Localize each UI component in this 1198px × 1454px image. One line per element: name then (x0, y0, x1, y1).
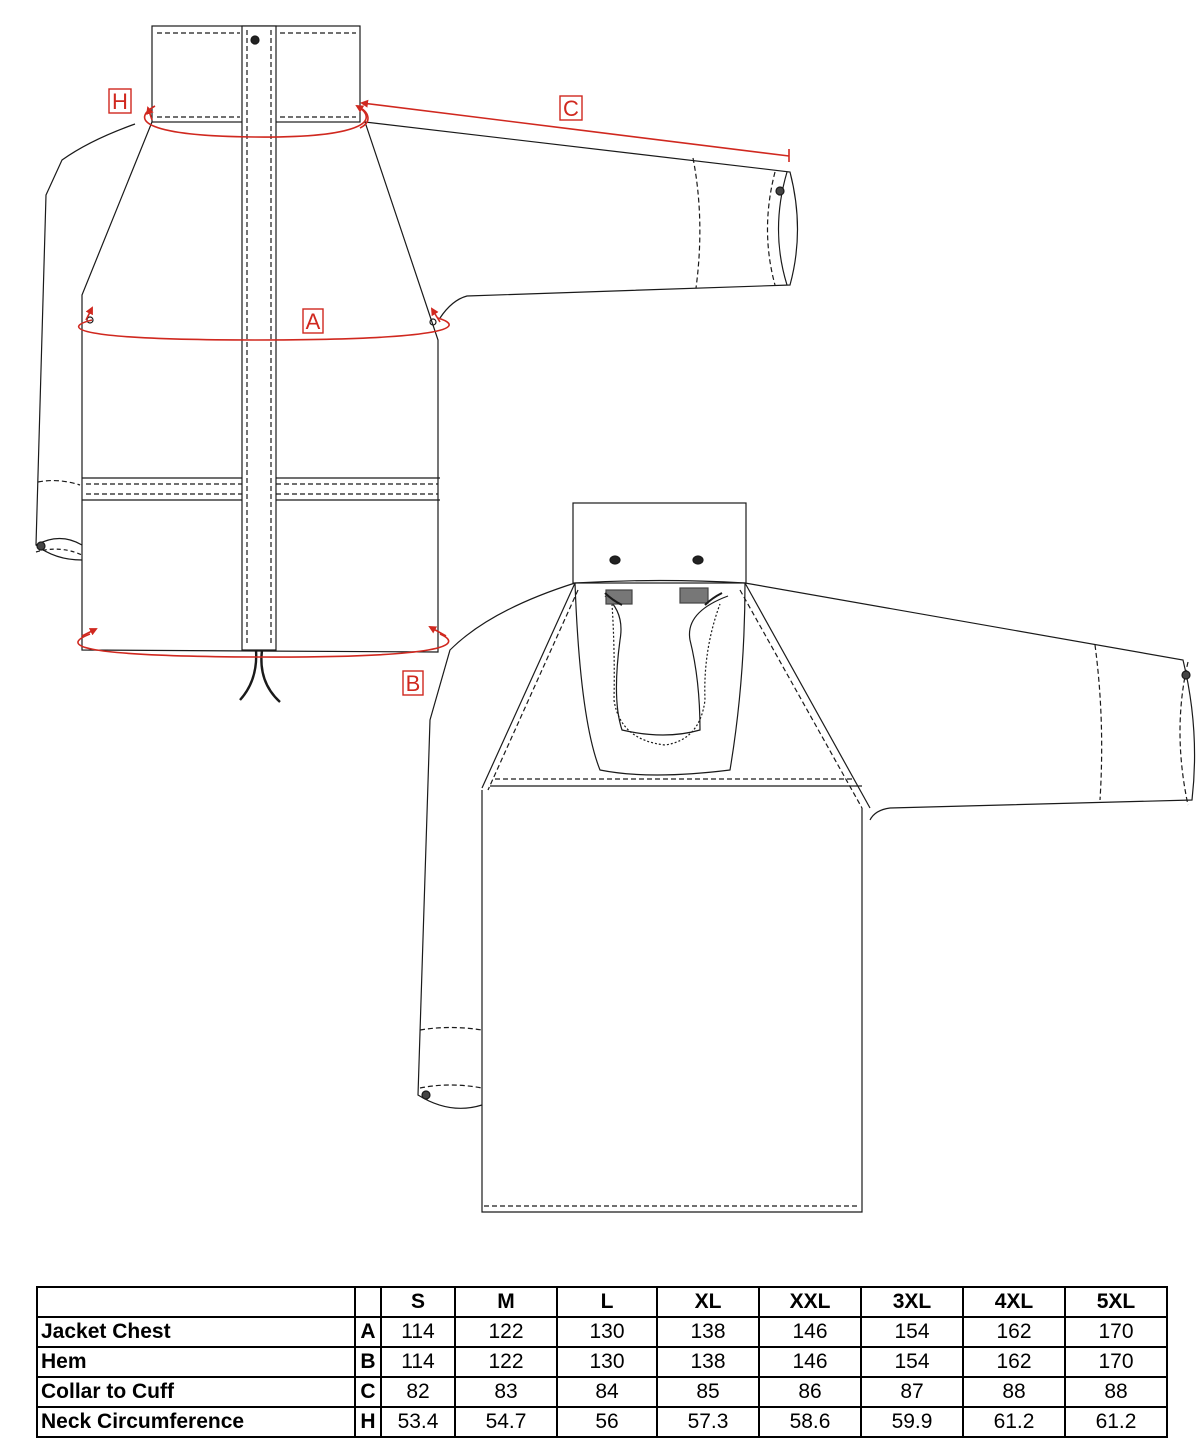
marker-C-text: C (563, 96, 579, 121)
back-view-drawing (417, 502, 1196, 1213)
front-left-cuff-button (36, 541, 46, 551)
table-row: Neck Circumference H 53.4 54.7 56 57.3 5… (36, 1406, 1168, 1438)
marker-label-A: A (302, 308, 324, 334)
measurement-value: 84 (556, 1376, 658, 1408)
front-right-cuff-button (775, 186, 785, 196)
back-right-sleeve (744, 582, 1196, 821)
measurement-value: 138 (656, 1316, 760, 1348)
collar-to-cuff-measurement (360, 99, 790, 162)
measurement-value: 130 (556, 1316, 658, 1348)
marker-B-text: B (406, 671, 421, 696)
marker-label-H: H (108, 88, 132, 114)
table-row: Collar to Cuff C 82 83 84 85 86 87 88 88 (36, 1376, 1168, 1408)
measurement-value: 85 (656, 1376, 760, 1408)
measurement-value: 138 (656, 1346, 760, 1378)
measurement-value: 114 (380, 1316, 456, 1348)
size-header-row: S M L XL XXL 3XL 4XL 5XL (36, 1286, 1168, 1318)
back-collar-snap-left (609, 555, 621, 565)
back-left-cuff-button (421, 1090, 431, 1100)
measurement-value: 56 (556, 1406, 658, 1438)
measurement-value: 122 (454, 1316, 558, 1348)
size-header: 4XL (962, 1286, 1066, 1318)
chest-measurement-loop (77, 306, 450, 341)
measurement-code: H (354, 1406, 382, 1438)
measurement-value: 162 (962, 1316, 1066, 1348)
front-chest-snap-left (86, 316, 94, 324)
measurement-value: 82 (380, 1376, 456, 1408)
back-hood-pocket (574, 582, 746, 776)
front-zipper-placket (241, 25, 277, 651)
header-code-blank (354, 1286, 382, 1318)
table-row: Hem B 114 122 130 138 146 154 162 170 (36, 1346, 1168, 1378)
size-header: 5XL (1064, 1286, 1168, 1318)
neck-measurement-loop (143, 104, 369, 138)
back-right-cuff-button (1181, 670, 1191, 680)
measurement-value: 130 (556, 1346, 658, 1378)
measurement-code: C (354, 1376, 382, 1408)
measurement-value: 154 (860, 1346, 964, 1378)
size-header: L (556, 1286, 658, 1318)
front-right-sleeve (364, 121, 799, 319)
front-view-drawing (35, 25, 799, 703)
measurement-value: 83 (454, 1376, 558, 1408)
front-left-sleeve (35, 123, 136, 561)
header-blank (36, 1286, 356, 1318)
hem-measurement-loop (77, 626, 450, 658)
measurement-value: 54.7 (454, 1406, 558, 1438)
back-cord-lock-right (679, 587, 709, 604)
front-hem-drawcords (239, 649, 281, 703)
size-header: M (454, 1286, 558, 1318)
measurement-name: Hem (36, 1346, 356, 1378)
measurement-value: 162 (962, 1346, 1066, 1378)
front-collar-snap (250, 35, 260, 45)
measurement-name: Collar to Cuff (36, 1376, 356, 1408)
measurement-value: 53.4 (380, 1406, 456, 1438)
measurement-name: Neck Circumference (36, 1406, 356, 1438)
marker-H-text: H (112, 89, 128, 114)
measurement-value: 87 (860, 1376, 964, 1408)
back-left-sleeve (417, 582, 576, 1109)
size-chart-table: S M L XL XXL 3XL 4XL 5XL Jacket Chest A … (36, 1286, 1168, 1438)
measurement-code: B (354, 1346, 382, 1378)
back-collar (572, 502, 747, 584)
measurement-value: 146 (758, 1346, 862, 1378)
size-header: XXL (758, 1286, 862, 1318)
back-collar-snap-right (692, 555, 704, 565)
measurement-value: 59.9 (860, 1406, 964, 1438)
measurement-value: 88 (962, 1376, 1066, 1408)
measurement-value: 170 (1064, 1316, 1168, 1348)
measurement-value: 122 (454, 1346, 558, 1378)
marker-label-C: C (559, 95, 583, 121)
size-header: S (380, 1286, 456, 1318)
measurement-value: 61.2 (1064, 1406, 1168, 1438)
measurement-value: 61.2 (962, 1406, 1066, 1438)
measurement-value: 58.6 (758, 1406, 862, 1438)
table-row: Jacket Chest A 114 122 130 138 146 154 1… (36, 1316, 1168, 1348)
marker-label-B: B (402, 670, 424, 696)
measurement-value: 114 (380, 1346, 456, 1378)
marker-A-text: A (306, 309, 321, 334)
back-body (481, 778, 863, 1213)
measurement-value: 154 (860, 1316, 964, 1348)
size-header: 3XL (860, 1286, 964, 1318)
measurement-value: 88 (1064, 1376, 1168, 1408)
measurement-overlays (77, 99, 790, 658)
size-header: XL (656, 1286, 760, 1318)
front-body (81, 121, 440, 653)
front-chest-snap-right (429, 318, 437, 326)
jacket-technical-drawing: H C A B (35, 25, 1196, 1213)
measurement-name: Jacket Chest (36, 1316, 356, 1348)
measurement-value: 146 (758, 1316, 862, 1348)
measurement-value: 170 (1064, 1346, 1168, 1378)
measurement-value: 86 (758, 1376, 862, 1408)
measurement-value: 57.3 (656, 1406, 760, 1438)
measurement-code: A (354, 1316, 382, 1348)
